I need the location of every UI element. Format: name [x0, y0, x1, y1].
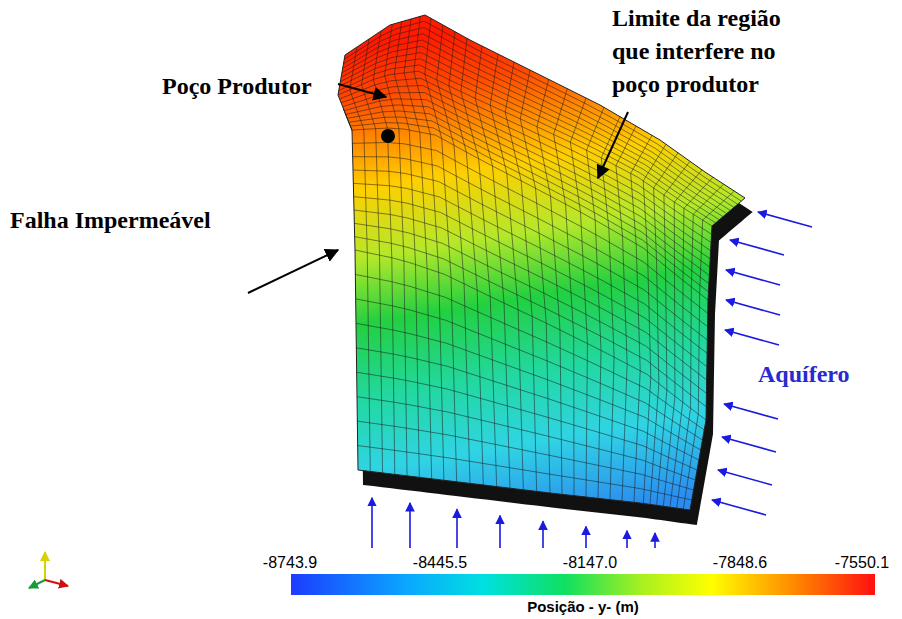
axis-triad [29, 552, 68, 588]
aquifer-arrows [372, 212, 812, 548]
mesh-line [353, 170, 707, 340]
aquifer-arrow [456, 509, 458, 548]
axis-y [44, 552, 46, 580]
colorbar-tick: -7550.1 [835, 554, 889, 572]
leader-line [338, 84, 386, 97]
aquifer-arrow [726, 270, 780, 285]
mesh-line [350, 47, 371, 471]
aquifer-arrow [585, 526, 587, 548]
colorbar-tick: -7848.6 [713, 554, 767, 572]
aquifer-label: Aquífero [758, 358, 850, 391]
colorbar-tick: -8445.5 [413, 554, 467, 572]
mesh-line [385, 24, 408, 476]
mesh-line [356, 348, 699, 460]
mesh-line [354, 223, 706, 393]
mesh-line [354, 197, 707, 367]
mesh-line [357, 397, 695, 480]
boundary-label: Limite da região que interfere no poço p… [612, 2, 812, 101]
leader-lines [248, 84, 628, 293]
producer-well [381, 129, 395, 143]
colorbar-tick: -8743.9 [263, 554, 317, 572]
mesh-line [340, 78, 712, 234]
aquifer-arrow [722, 437, 776, 452]
mesh-line [520, 70, 550, 493]
mesh-line [352, 142, 707, 313]
aquifer-arrow [724, 404, 778, 419]
aquifer-arrow [542, 521, 544, 548]
mesh-line [350, 123, 708, 292]
mesh-line [357, 421, 693, 490]
mesh-line [349, 117, 709, 284]
colorbar-tick: -8147.0 [563, 554, 617, 572]
mesh-line [356, 299, 703, 440]
colorbar-title: Posição - y- (m) [527, 598, 639, 615]
leader-line [248, 250, 338, 293]
color-bar [291, 574, 875, 595]
mesh-line [353, 183, 707, 353]
mesh-line [356, 323, 701, 450]
aquifer-arrow [758, 212, 812, 227]
mesh-line [358, 446, 692, 500]
well-label: Poço Produtor [162, 70, 312, 103]
mesh-line [683, 191, 734, 509]
mesh-line [355, 274, 704, 430]
aquifer-arrow [654, 533, 656, 548]
mesh-line [341, 85, 711, 242]
aquifer-arrow [371, 498, 373, 548]
aquifer-arrow [718, 470, 772, 485]
aquifer-arrow [409, 503, 411, 548]
mesh-line [373, 31, 395, 474]
aquifer-arrow [730, 240, 784, 255]
axis-x [45, 580, 68, 586]
aquifer-arrow [726, 300, 780, 315]
mesh-line [347, 111, 709, 275]
aquifer-arrow [725, 330, 779, 345]
mesh-line [342, 40, 730, 210]
aquifer-arrow [712, 500, 766, 515]
axis-z [29, 580, 45, 588]
mesh-line [475, 46, 510, 488]
mesh-line [357, 372, 697, 470]
mesh-line [537, 79, 562, 494]
aquifer-arrow [626, 531, 628, 548]
fault-label: Falha Impermeável [10, 204, 211, 237]
aquifer-arrow [499, 516, 501, 548]
mesh-line [362, 39, 383, 473]
leader-line [598, 112, 628, 178]
mesh-line [657, 161, 690, 505]
